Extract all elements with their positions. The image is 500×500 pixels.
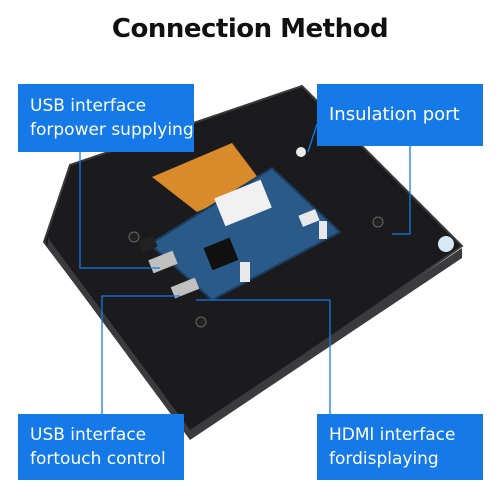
board-standoff bbox=[319, 221, 327, 239]
callout-hdmi-line2: fordisplaying bbox=[329, 449, 439, 469]
callout-usb-power-line1: USB interface bbox=[30, 96, 147, 116]
board-connector bbox=[298, 209, 320, 227]
callout-insulation-port: Insulation port bbox=[317, 84, 483, 146]
board-connector bbox=[138, 235, 158, 253]
page-title: Connection Method bbox=[111, 14, 389, 44]
panel-sticker bbox=[438, 236, 454, 252]
screw bbox=[128, 231, 140, 243]
pointer-usb-touch bbox=[101, 295, 180, 414]
callout-hdmi: HDMl interface fordisplaying bbox=[317, 414, 483, 480]
callout-usb-touch-line1: USB interface bbox=[30, 425, 147, 445]
board-connector bbox=[170, 277, 200, 299]
pointer-lines bbox=[79, 123, 411, 414]
screw bbox=[195, 316, 207, 328]
callout-insulation-line1: Insulation port bbox=[329, 104, 460, 125]
board-standoff bbox=[240, 262, 250, 282]
callout-usb-touch: USB interface fortouch control bbox=[18, 414, 184, 480]
callout-usb-touch-line2: fortouch control bbox=[30, 449, 166, 469]
callout-usb-power: USB interface forpower supplying bbox=[18, 84, 194, 152]
pointer-insulation-2 bbox=[392, 146, 411, 235]
screw bbox=[296, 147, 306, 157]
board-processor bbox=[203, 237, 239, 271]
callout-hdmi-line1: HDMl interface bbox=[329, 425, 456, 445]
pointer-insulation bbox=[307, 123, 318, 153]
screw bbox=[372, 216, 384, 228]
board-chip bbox=[214, 179, 272, 227]
pointer-usb-power bbox=[79, 152, 160, 269]
callout-usb-power-line2: forpower supplying bbox=[30, 120, 194, 140]
pointer-hdmi bbox=[196, 299, 331, 414]
